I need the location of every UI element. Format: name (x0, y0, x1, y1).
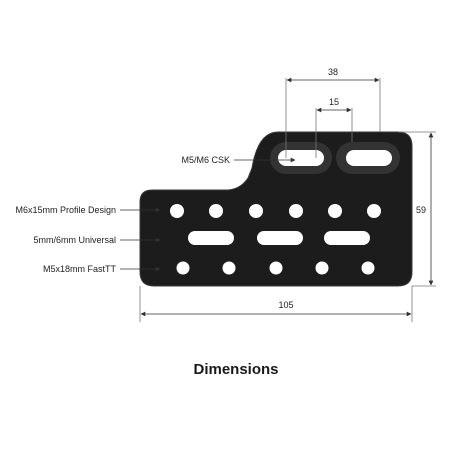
fasttt-hole (269, 261, 283, 275)
profile-hole (328, 204, 342, 218)
diagram-title: Dimensions (193, 361, 278, 378)
profile-hole (249, 204, 263, 218)
dimension-top-width: 38 (285, 67, 381, 158)
callout-universal: 5mm/6mm Universal (33, 235, 161, 245)
dimension-total-width: 105 (139, 286, 413, 322)
profile-hole (367, 204, 381, 218)
dim-top-width-value: 38 (328, 67, 338, 77)
dimension-slot-pitch: 15 (315, 97, 353, 158)
csk-slot-left (278, 150, 324, 166)
label-csk: M5/M6 CSK (181, 155, 230, 165)
dim-total-width-value: 105 (278, 300, 293, 310)
dim-height-value: 59 (416, 205, 426, 215)
universal-slot (188, 231, 234, 245)
profile-hole (209, 204, 223, 218)
profile-hole (289, 204, 303, 218)
universal-slot (257, 231, 303, 245)
fasttt-hole (315, 261, 329, 275)
fasttt-hole (361, 261, 375, 275)
profile-hole (170, 204, 184, 218)
fasttt-hole (222, 261, 236, 275)
callout-fasttt: M5x18mm FastTT (43, 264, 161, 274)
callout-profile: M6x15mm Profile Design (15, 205, 161, 215)
csk-slot-right (346, 150, 392, 166)
label-profile: M6x15mm Profile Design (15, 205, 116, 215)
dimension-height: 59 (398, 131, 436, 287)
fasttt-hole (176, 261, 190, 275)
label-fasttt: M5x18mm FastTT (43, 264, 117, 274)
universal-slot (324, 231, 370, 245)
dim-slot-pitch-value: 15 (329, 97, 339, 107)
callout-csk: M5/M6 CSK (181, 155, 296, 165)
label-universal: 5mm/6mm Universal (33, 235, 116, 245)
